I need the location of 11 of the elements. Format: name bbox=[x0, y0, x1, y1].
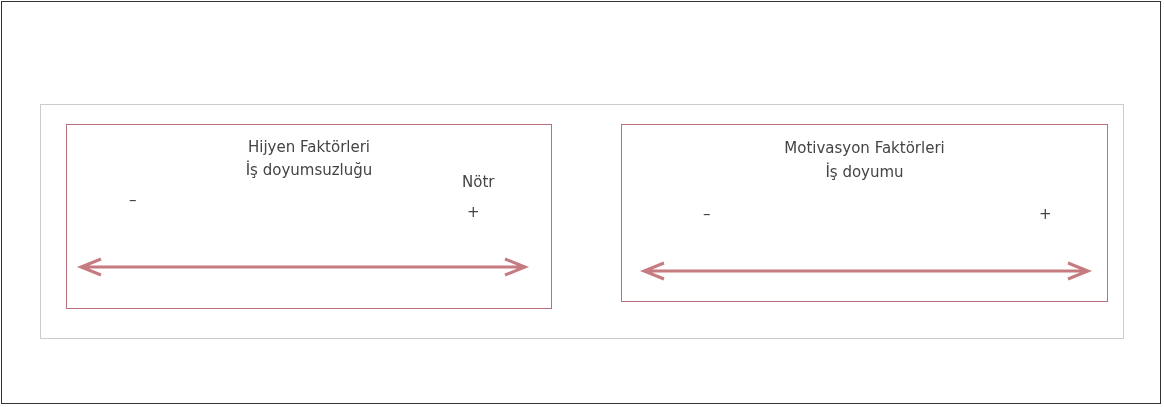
scale-box bbox=[621, 124, 1108, 302]
scale-label: Nötr bbox=[462, 173, 495, 191]
scale-label: – bbox=[129, 191, 137, 209]
box-subheading: İş doyumu bbox=[824, 163, 905, 181]
box-subheading: İş doyumsuzluğu bbox=[244, 161, 374, 179]
scale-box bbox=[66, 124, 552, 309]
scale-label: – bbox=[703, 205, 711, 223]
box-heading: Motivasyon Faktörleri bbox=[783, 139, 946, 157]
scale-label: + bbox=[467, 203, 480, 221]
scale-label: + bbox=[1039, 205, 1052, 223]
box-heading: Hijyen Faktörleri bbox=[246, 138, 372, 156]
